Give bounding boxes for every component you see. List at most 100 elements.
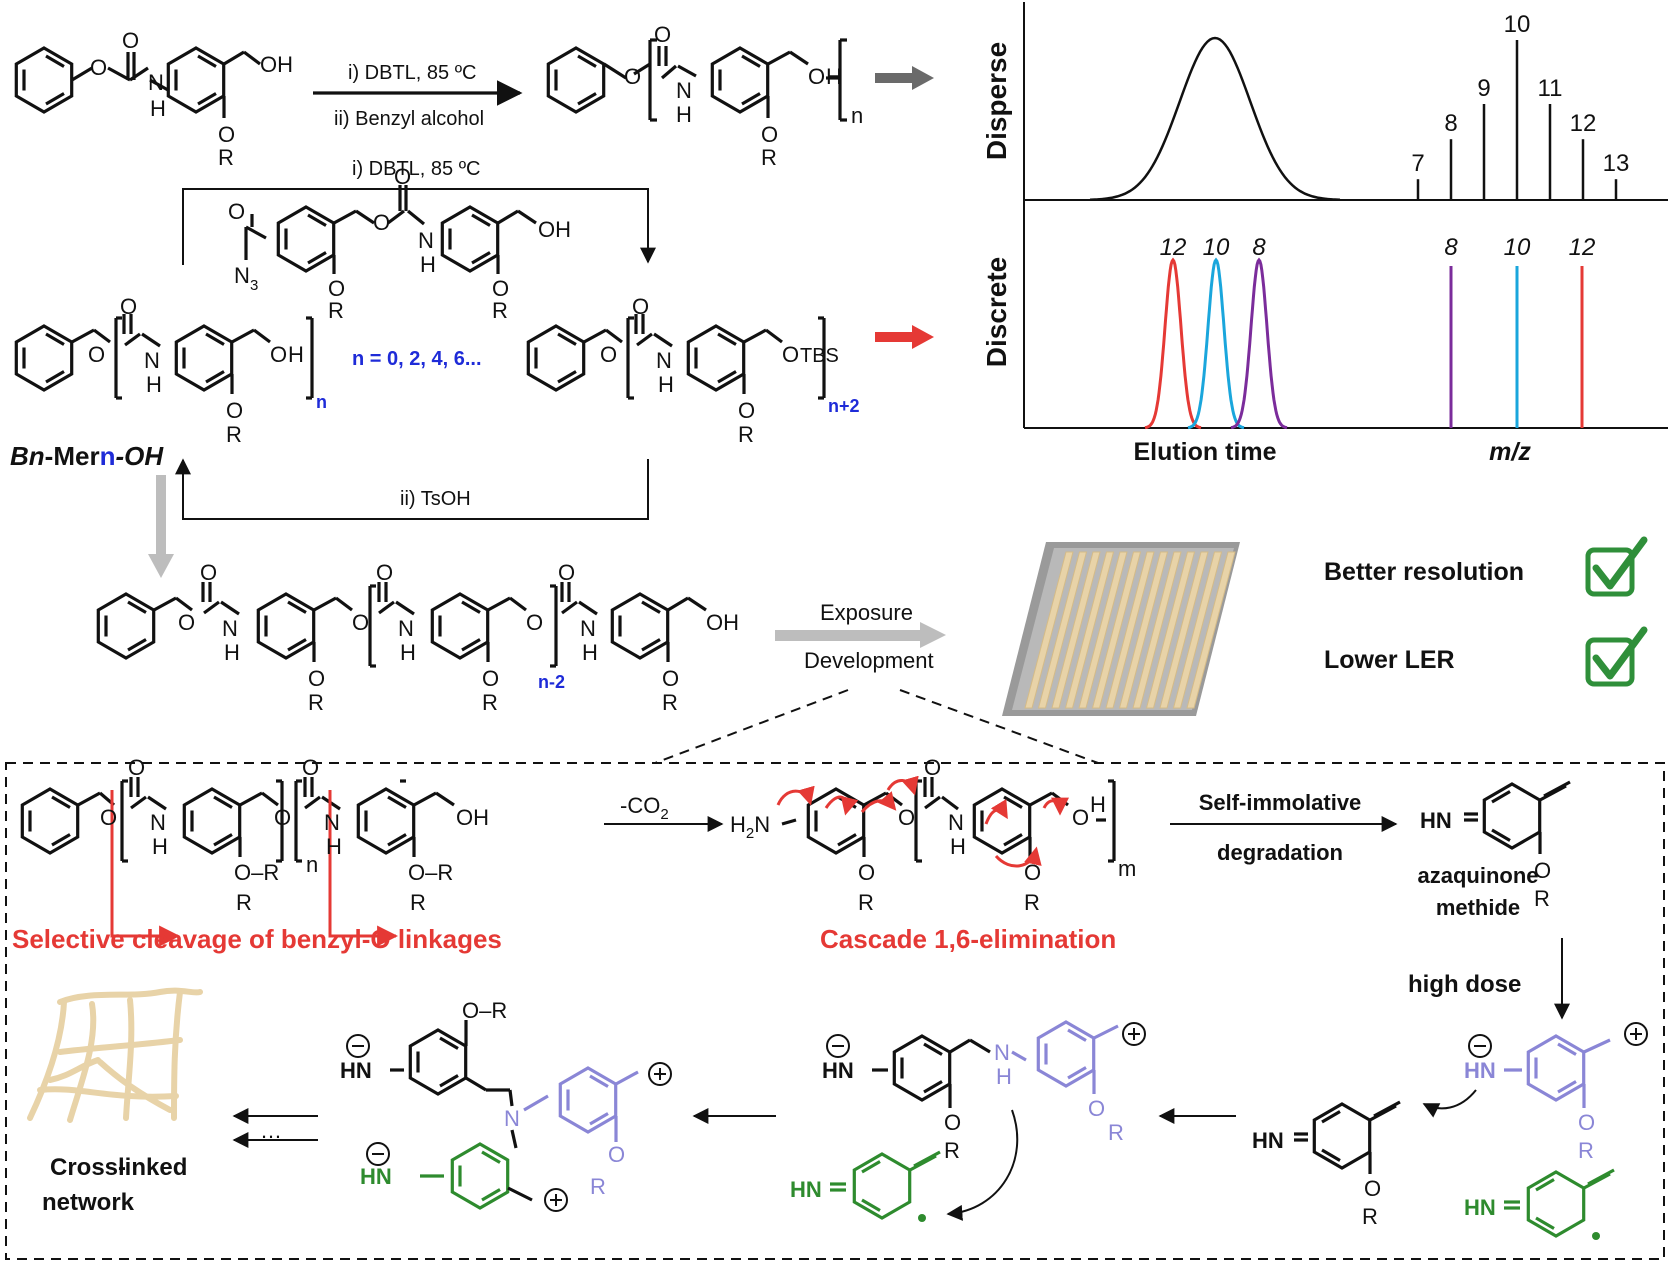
curved-arrow: [1422, 1089, 1477, 1118]
pattern-line: [1024, 551, 1074, 709]
condition-text: ii) TsOH: [400, 488, 471, 510]
atom-label: H: [150, 96, 166, 121]
pattern-line: [1132, 551, 1182, 709]
development-label: Development: [804, 648, 934, 673]
atom-label: R: [944, 1138, 960, 1163]
atom-label: O: [1578, 1110, 1595, 1135]
atom-label: O: [352, 610, 369, 635]
pattern-line: [1118, 551, 1169, 709]
atom-label: N: [324, 810, 340, 835]
atom-label: O: [270, 342, 287, 367]
green-radical-labels: HN: [1464, 1195, 1600, 1240]
discrete-peak-label-12: 12: [1160, 234, 1187, 261]
benefit-resolution: Better resolution: [1324, 558, 1524, 586]
atom-label: OH: [456, 805, 489, 830]
discrete-peak-label-10: 10: [1203, 234, 1230, 261]
benefit-ler: Lower LER: [1324, 646, 1455, 674]
atom-label: HN: [1464, 1058, 1496, 1083]
pattern-line: [1105, 551, 1155, 709]
atom-label: R: [1578, 1138, 1594, 1163]
atom-label: O: [376, 560, 393, 585]
ellipsis-label: …: [260, 1118, 282, 1143]
disperse-elution-curve: [1089, 36, 1341, 201]
pattern-line: [1078, 551, 1128, 709]
atom-label: R: [492, 298, 508, 323]
top-reaction-labels: O O N H OH O R i) DBTL, 85 ºC ii) Benzyl…: [90, 22, 863, 170]
atom-label: HN: [790, 1177, 822, 1202]
atom-label: H: [950, 834, 966, 859]
mz-bar-label-13: 13: [1603, 150, 1630, 177]
atom-label: O: [738, 398, 755, 423]
dimer-labels: HN N H O R O R: [822, 1040, 1124, 1163]
atom-label: O: [373, 210, 390, 235]
subscript: n: [316, 392, 327, 412]
atom-label: R: [1024, 890, 1040, 915]
subscript: n: [306, 852, 318, 877]
azide-monomer-labels: N 3 O O O N H OH O R O R i) DBTL, 85 ºC …: [228, 158, 571, 510]
mechanism-box: [5, 689, 1665, 1260]
degradation-label: degradation: [1217, 840, 1343, 865]
atom-label: R: [738, 422, 754, 447]
trimer-bonds-black: [507, 1129, 533, 1202]
green-radical-2-labels: HN: [790, 1177, 926, 1222]
atom-label: H: [658, 372, 674, 397]
atom-label: N: [144, 348, 160, 373]
iterative-cycle: [175, 188, 656, 520]
pattern-line: [1037, 551, 1088, 709]
atom-label: HN: [1464, 1195, 1496, 1220]
radical-cation-structure: [1504, 1034, 1611, 1108]
bn-mer-oh-label: Bn-Mern-OH: [10, 441, 164, 471]
atom-label: O: [898, 805, 915, 830]
atom-label: O: [1364, 1176, 1381, 1201]
line-pattern-image: [1002, 542, 1240, 716]
curved-arrow: [946, 1109, 1019, 1221]
atom-label: R: [482, 690, 498, 715]
pattern-line: [1091, 551, 1142, 709]
atom-label: O–R: [234, 860, 279, 885]
subscript: n+2: [828, 396, 860, 416]
atom-label: H: [224, 640, 240, 665]
methide-label: methide: [1436, 895, 1520, 920]
red-arrow-icon: [875, 325, 934, 349]
discrete-mz-label-8: 8: [1444, 234, 1458, 261]
mech-start-structure: [20, 777, 455, 863]
atom-label: H: [582, 640, 598, 665]
atom-label: HN: [1420, 808, 1452, 833]
atom-label: O: [394, 164, 411, 189]
atom-label: O: [924, 755, 941, 780]
green-radical-structure: [1504, 1168, 1615, 1238]
mz-bar-label-11: 11: [1538, 75, 1563, 102]
long-oligomer-labels: O O N H O O N H O O N H OH O R O R O R n…: [178, 560, 739, 715]
atom-label: H: [996, 1064, 1012, 1089]
network-arrows: …: [232, 1108, 318, 1148]
atom-label: O: [808, 64, 825, 89]
azaquinone-labels: HN O R azaquinone methide: [1417, 808, 1551, 920]
atom-label: O: [662, 666, 679, 691]
atom-label: O: [100, 805, 117, 830]
trimer-lavender: [523, 1066, 639, 1142]
atom-label: N: [504, 1106, 520, 1131]
atom-label: R: [761, 145, 777, 170]
atom-label: H: [152, 834, 168, 859]
cascade-label: Cascade 1,6-elimination: [820, 924, 1116, 954]
condition-text: ii) Benzyl alcohol: [334, 108, 484, 130]
atom-label: R: [226, 422, 242, 447]
n-values-label: n = 0, 2, 4, 6...: [352, 348, 482, 370]
atom-label: R: [410, 890, 426, 915]
atom-label: N: [398, 616, 414, 641]
atom-label: R: [1534, 886, 1550, 911]
discrete-peak-8: [1230, 257, 1288, 430]
atom-label: H: [420, 252, 436, 277]
subscript: n-2: [538, 672, 565, 692]
atom-label: O: [1088, 1096, 1105, 1121]
mz-bar-label-7: 7: [1411, 150, 1424, 177]
pattern-line: [1051, 551, 1101, 709]
atom-label: H: [676, 102, 692, 127]
pattern-line: [1145, 551, 1196, 709]
atom-label: O: [178, 610, 195, 635]
azide-monomer: [244, 185, 537, 274]
atom-label: H: [826, 64, 842, 89]
benefits-list: Better resolution Lower LER: [1324, 536, 1648, 687]
tbs-product-labels: O O N H O TBS O R n+2: [600, 294, 860, 447]
bn-mer-oh-structure: [14, 314, 314, 400]
